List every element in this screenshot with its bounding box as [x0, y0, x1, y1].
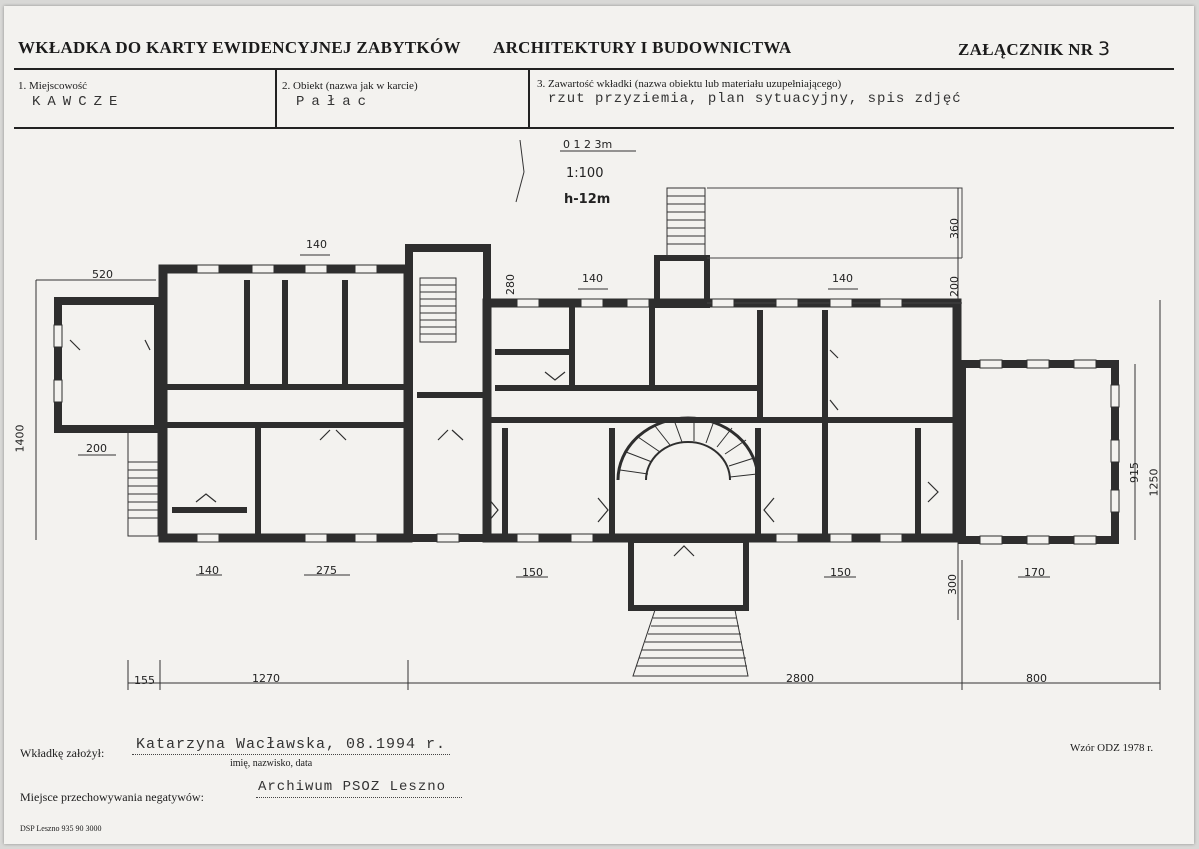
storage-label: Miejsce przechowywania negatywów: [20, 790, 204, 804]
field-divider-2 [528, 70, 530, 127]
dim-520: 520 [92, 268, 113, 281]
header-rule-bottom [14, 127, 1174, 129]
dim-140-d: 140 [198, 564, 219, 577]
dim-360: 360 [948, 218, 961, 239]
dim-150-b: 150 [830, 566, 851, 579]
founded-hint: imię, nazwisko, data [230, 758, 313, 769]
document-title: WKŁADKA DO KARTY EWIDENCYJNEJ ZABYTKÓW [18, 38, 461, 57]
dim-1250: 1250 [1147, 468, 1161, 497]
scale-bar-label: 0 1 2 3m [563, 138, 613, 151]
field-divider-1 [275, 70, 277, 127]
founded-label: Wkładkę założył: [20, 746, 105, 760]
dim-800: 800 [1026, 672, 1047, 685]
dim-170: 170 [1024, 566, 1045, 579]
field-2-value: Pałac [296, 94, 374, 110]
field-2-label: 2. Obiekt (nazwa jak w karcie) [282, 80, 418, 92]
dim-1400: 1400 [13, 424, 27, 453]
dim-200-a: 200 [948, 276, 961, 297]
dim-140-a: 140 [306, 238, 327, 251]
dim-200-b: 200 [86, 442, 107, 455]
storage-dotted-line [256, 797, 462, 798]
dim-150-a: 150 [522, 566, 543, 579]
dim-275: 275 [316, 564, 337, 577]
attachment-label: ZAŁĄCZNIK NR 3 [958, 38, 1110, 60]
attachment-number: 3 [1097, 38, 1111, 60]
founded-value: Katarzyna Wacławska, 08.1994 r. [136, 736, 447, 753]
printer-info: DSP Leszno 935 90 3000 [20, 824, 102, 833]
dim-300: 300 [946, 574, 959, 595]
height-label: h-12m [564, 192, 611, 207]
header-rule-top [14, 68, 1174, 70]
dim-915: 915 [1128, 462, 1141, 483]
dim-140-b: 140 [582, 272, 603, 285]
dim-155: 155 [134, 674, 155, 687]
field-3-value: rzut przyziemia, plan sytuacyjny, spis z… [548, 91, 962, 107]
field-3-label: 3. Zawartość wkładki (nazwa obiektu lub … [537, 78, 842, 90]
storage-value: Archiwum PSOZ Leszno [258, 779, 447, 795]
scale-label: 1:100 [566, 166, 604, 181]
field-1-label: 1. Miejscowość [18, 80, 88, 92]
form-reference: Wzór ODZ 1978 r. [1070, 742, 1154, 754]
founded-dotted-line [132, 754, 450, 755]
dim-280: 280 [504, 274, 517, 295]
dim-140-c: 140 [832, 272, 853, 285]
document-title-continued: ARCHITEKTURY I BUDOWNICTWA [493, 38, 792, 57]
field-1-value: KAWCZE [32, 94, 125, 110]
dim-1270: 1270 [252, 672, 280, 685]
dim-2800: 2800 [786, 672, 814, 685]
attachment-label-text: ZAŁĄCZNIK NR [958, 40, 1094, 59]
